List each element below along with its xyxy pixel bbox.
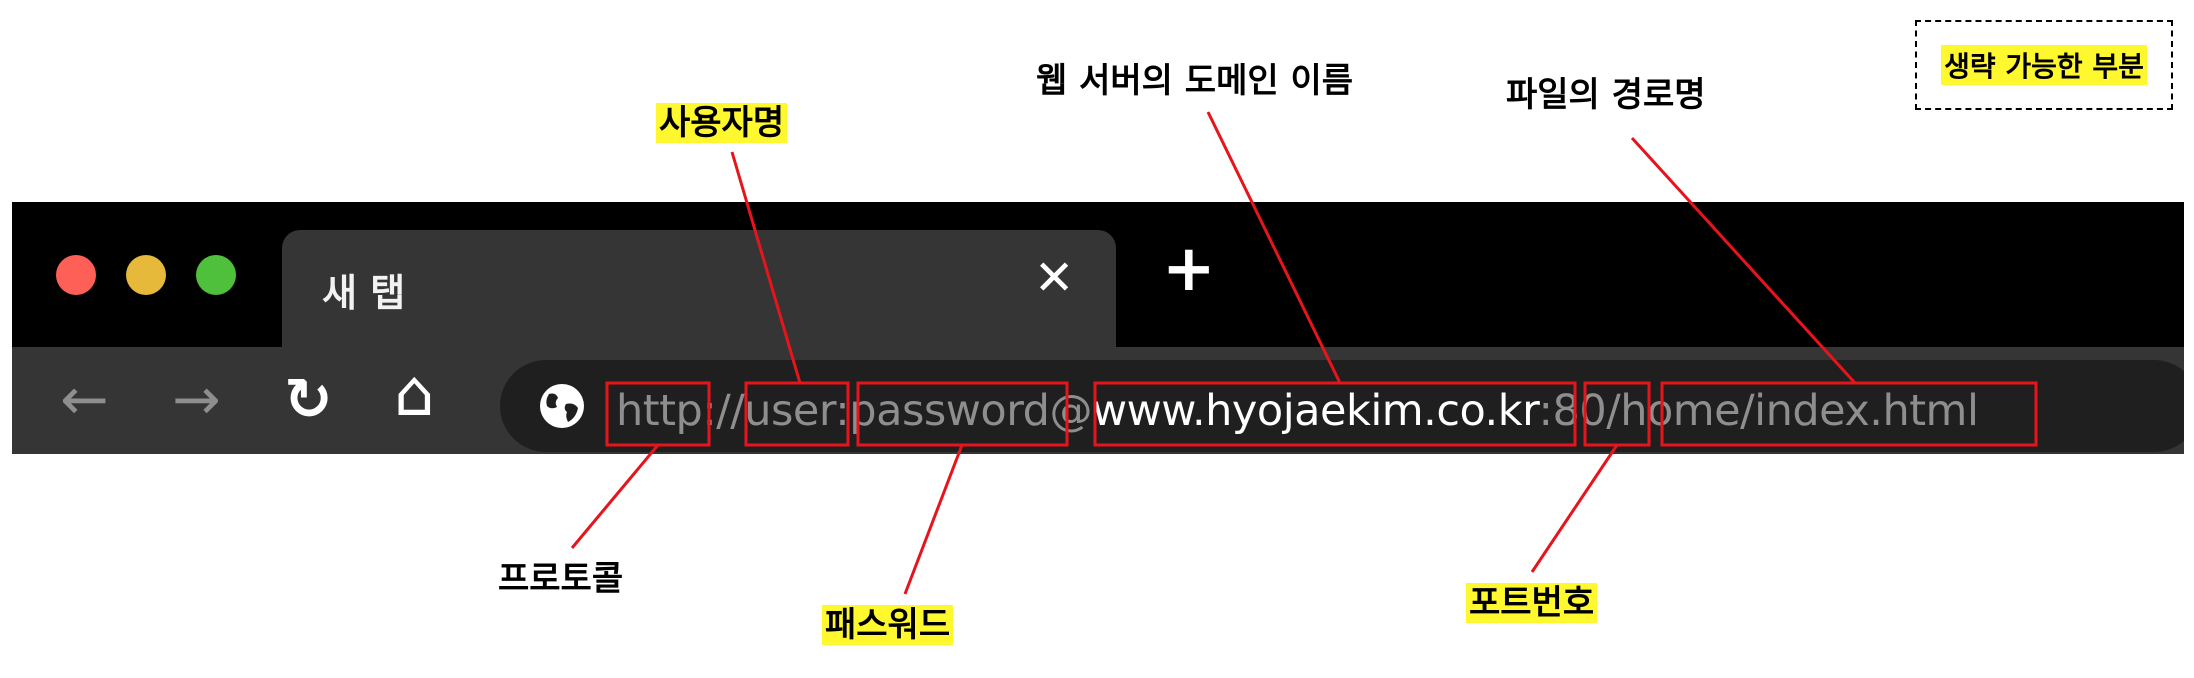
- label-port: 포트번호: [1466, 583, 1598, 623]
- browser-window: 새 탭 ✕ + ← → ↻ ⌂ http://user:password@www…: [12, 202, 2184, 454]
- new-tab-button[interactable]: +: [1162, 232, 1216, 306]
- url-at: @: [1049, 386, 1092, 436]
- path-label-text: 파일의 경로명: [1506, 75, 1706, 115]
- port-leader: [1530, 444, 1619, 573]
- tab-close-icon[interactable]: ✕: [1034, 250, 1075, 306]
- username-label-text: 사용자명: [656, 103, 788, 143]
- protocol-label-text: 프로토콜: [498, 559, 624, 599]
- url-port: 80: [1552, 386, 1607, 436]
- reload-icon[interactable]: ↻: [284, 365, 333, 433]
- home-icon[interactable]: ⌂: [394, 357, 435, 431]
- globe-icon: [540, 384, 584, 428]
- url-path: /home/index.html: [1606, 386, 1979, 436]
- label-path: 파일의 경로명: [1506, 75, 1706, 115]
- host-box: [1093, 381, 1577, 447]
- password-leader: [903, 444, 964, 595]
- legend-box: 생략 가능한 부분: [1915, 20, 2173, 110]
- username-box: [744, 381, 850, 447]
- url-host: www.hyojaekim.co.kr: [1091, 386, 1539, 436]
- host-label-text: 웹 서버의 도메인 이름: [1036, 61, 1354, 101]
- tab-title: 새 탭: [322, 271, 406, 315]
- url-text[interactable]: http://user:password@www.hyojaekim.co.kr…: [616, 386, 1979, 438]
- label-username: 사용자명: [656, 103, 788, 143]
- address-bar[interactable]: [500, 360, 2184, 452]
- maximize-window-button[interactable]: [196, 255, 236, 295]
- label-host: 웹 서버의 도메인 이름: [1036, 61, 1354, 101]
- url-password: password: [849, 386, 1050, 436]
- url-user: user: [744, 386, 836, 436]
- back-arrow-icon[interactable]: ←: [60, 365, 109, 433]
- path-box: [1660, 381, 2038, 447]
- protocol-leader: [570, 444, 660, 549]
- close-window-button[interactable]: [56, 255, 96, 295]
- port-box: [1583, 381, 1651, 447]
- browser-tab[interactable]: 새 탭 ✕: [282, 230, 1116, 360]
- legend-text: 생략 가능한 부분: [1941, 45, 2147, 85]
- url-sep-colon: :: [835, 386, 850, 436]
- path-leader: [1630, 136, 1857, 385]
- protocol-box: [605, 381, 711, 447]
- url-protocol: http: [616, 386, 703, 436]
- username-leader: [730, 151, 802, 384]
- password-box: [856, 381, 1069, 447]
- forward-arrow-icon[interactable]: →: [172, 365, 221, 433]
- password-label-text: 패스워드: [822, 605, 954, 645]
- label-password: 패스워드: [822, 605, 954, 645]
- minimize-window-button[interactable]: [126, 255, 166, 295]
- port-label-text: 포트번호: [1466, 583, 1598, 623]
- host-leader: [1206, 111, 1342, 384]
- label-protocol: 프로토콜: [498, 559, 624, 599]
- url-sep-port: :: [1538, 386, 1554, 436]
